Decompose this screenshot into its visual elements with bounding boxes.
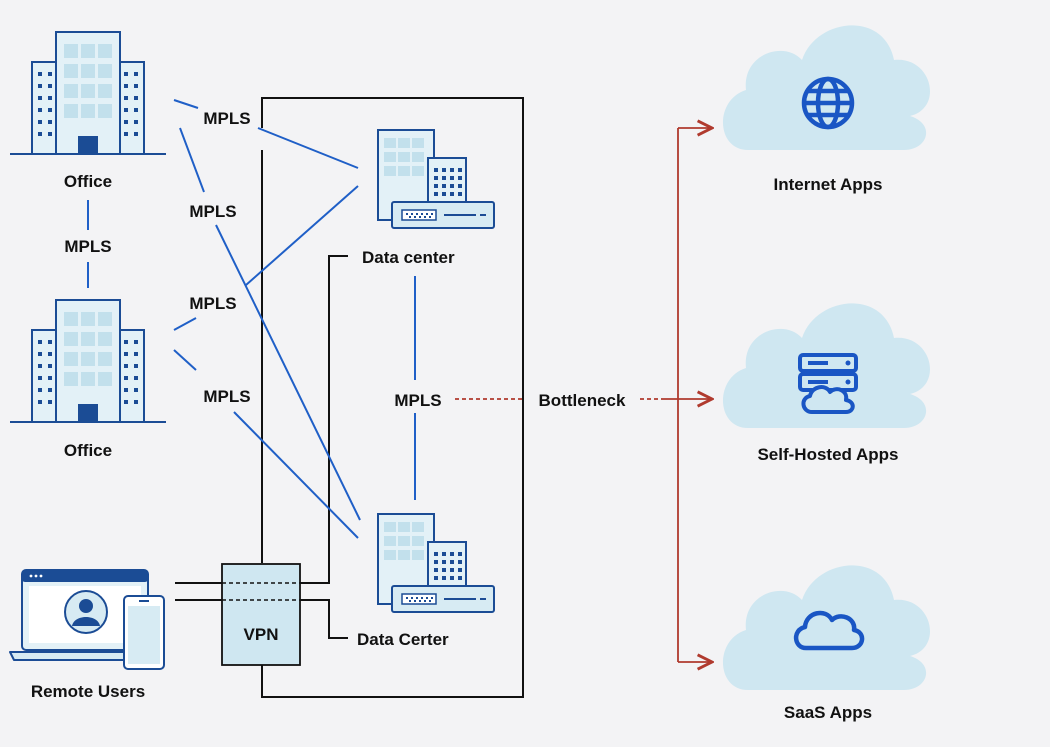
mpls-label: MPLS: [189, 294, 236, 313]
data-center-building-icon: [377, 129, 495, 229]
server-cloud-icon: [798, 353, 858, 414]
mpls-labels: MPLS MPLS MPLS MPLS MPLS MPLS Bottleneck: [64, 109, 626, 410]
office-building-icon: [9, 31, 167, 155]
internet-apps-cloud: Internet Apps: [722, 25, 931, 194]
saas-apps-label: SaaS Apps: [784, 703, 872, 722]
phone-icon: [123, 595, 165, 670]
remote-users-label: Remote Users: [31, 682, 145, 701]
vpn-to-datacenter-bottom-line: [300, 599, 348, 639]
vpn-enclosure-line: [261, 97, 524, 698]
office-top: Office: [9, 31, 167, 191]
bottleneck-lines: [455, 128, 712, 662]
vpn-to-datacenter-top-line: [300, 255, 348, 584]
saas-apps-cloud: SaaS Apps: [722, 565, 931, 722]
mpls-label: MPLS: [203, 109, 250, 128]
data-center-bottom-label: Data Certer: [357, 630, 449, 649]
mpls-label: MPLS: [394, 391, 441, 410]
bottleneck-label: Bottleneck: [539, 391, 626, 410]
data-center-top: Data center: [362, 129, 495, 267]
mpls-lines: [87, 99, 416, 539]
vpn-box: VPN: [221, 563, 301, 666]
office-top-label: Office: [64, 172, 112, 191]
internet-apps-label: Internet Apps: [774, 175, 883, 194]
office-bottom-label: Office: [64, 441, 112, 460]
office-building-icon: [9, 299, 167, 423]
vpn-network-lines: [175, 97, 524, 698]
mpls-label: MPLS: [189, 202, 236, 221]
vpn-label: VPN: [244, 625, 279, 644]
office-bottom: Office: [9, 299, 167, 460]
data-center-bottom: Data Certer: [357, 513, 495, 649]
data-center-top-label: Data center: [362, 248, 455, 267]
cloud-icon: [793, 610, 865, 651]
globe-icon: [801, 76, 855, 130]
user-avatar-icon: [64, 590, 108, 634]
remote-users: Remote Users: [9, 569, 165, 701]
mpls-label: MPLS: [64, 237, 111, 256]
data-center-building-icon: [377, 513, 495, 613]
mpls-label: MPLS: [203, 387, 250, 406]
self-hosted-apps-cloud: Self-Hosted Apps: [722, 303, 931, 464]
self-hosted-apps-label: Self-Hosted Apps: [757, 445, 898, 464]
